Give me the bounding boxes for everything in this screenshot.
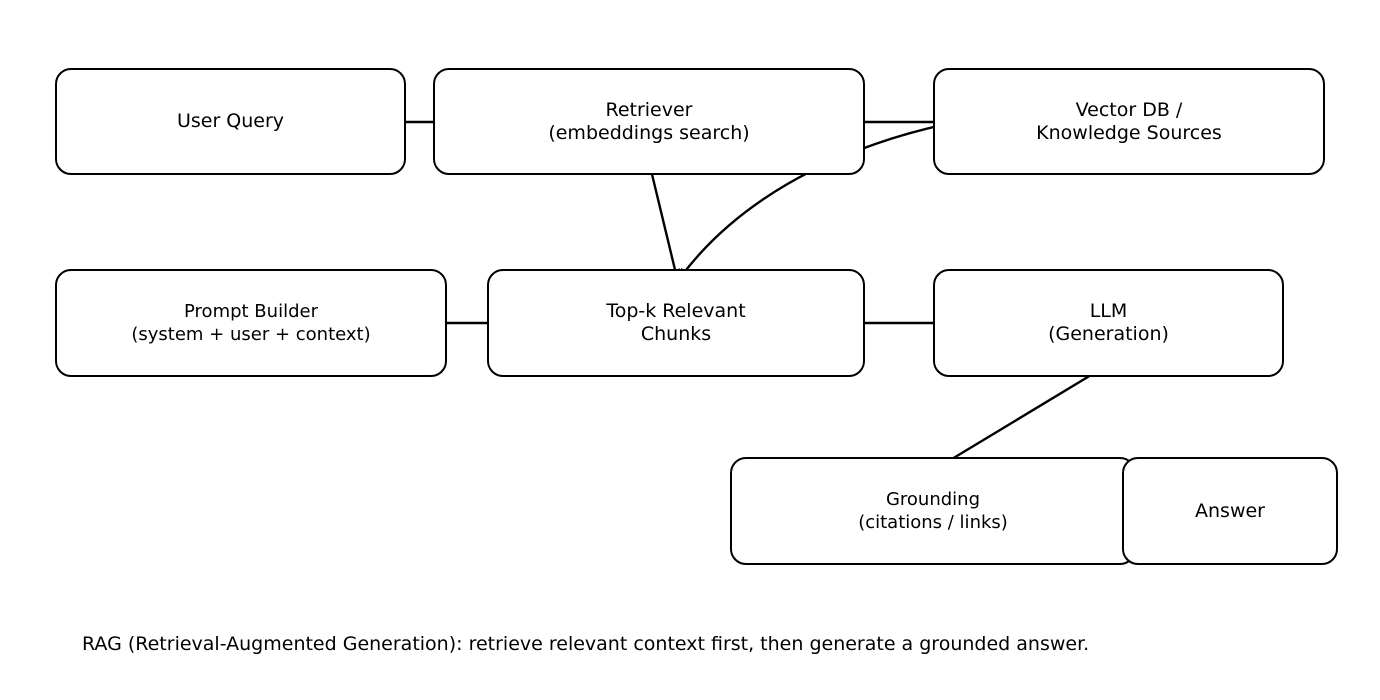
top-k-node: Top-k Relevant Chunks	[487, 269, 865, 377]
arrow-llm-to-grounding	[937, 364, 1107, 470]
top-k-label: Top-k Relevant	[606, 300, 746, 322]
llm-sublabel: (Generation)	[1048, 323, 1169, 345]
vector-db-node: Vector DB / Knowledge Sources	[933, 68, 1325, 175]
retriever-node: Retriever (embeddings search)	[433, 68, 865, 175]
llm-label: LLM	[1089, 300, 1128, 322]
prompt-builder-label: Prompt Builder	[184, 301, 318, 322]
grounding-sublabel: (citations / links)	[858, 512, 1008, 533]
top-k-sublabel: Chunks	[640, 323, 712, 345]
prompt-builder-node: Prompt Builder (system + user + context)	[55, 269, 447, 377]
diagram-caption: RAG (Retrieval-Augmented Generation): re…	[82, 633, 1090, 655]
arrow-vector-db-to-top-k	[679, 120, 957, 278]
user-query-label: User Query	[176, 110, 285, 132]
answer-node: Answer	[1122, 457, 1338, 565]
vector-db-label: Vector DB /	[1075, 98, 1183, 121]
grounding-node: Grounding (citations / links)	[730, 457, 1136, 565]
user-query-node: User Query	[55, 68, 406, 175]
retriever-sublabel: (embeddings search)	[548, 121, 750, 144]
prompt-builder-sublabel: (system + user + context)	[131, 324, 371, 345]
grounding-label: Grounding	[885, 489, 981, 510]
answer-label: Answer	[1195, 499, 1265, 522]
retriever-label: Retriever	[605, 98, 693, 121]
llm-node: LLM (Generation)	[933, 269, 1284, 377]
arrow-retriever-to-top-k	[648, 165, 677, 278]
vector-db-sublabel: Knowledge Sources	[1036, 121, 1222, 144]
